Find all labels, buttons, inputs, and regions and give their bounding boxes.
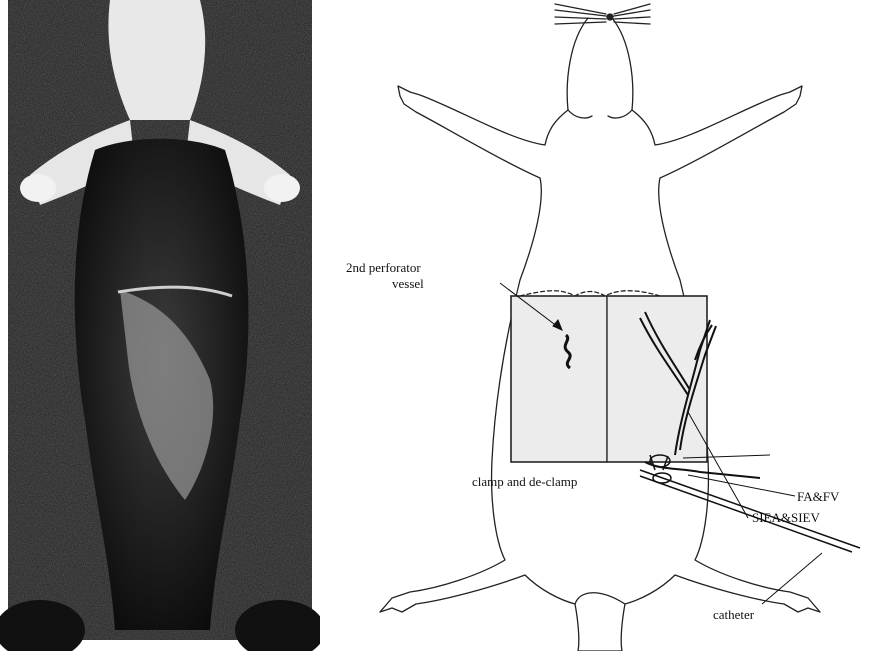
label-fa-fv: FA&FV: [797, 489, 840, 504]
label-perforator-line1: 2nd perforator: [346, 260, 421, 275]
flap-left-half: [511, 296, 607, 462]
label-perforator-line2: vessel: [392, 276, 424, 291]
label-clamp: clamp and de-clamp: [472, 474, 577, 489]
label-siea-siev: SIEA&SIEV: [752, 510, 821, 525]
label-catheter: catheter: [713, 607, 755, 622]
whiskers: [555, 4, 650, 24]
